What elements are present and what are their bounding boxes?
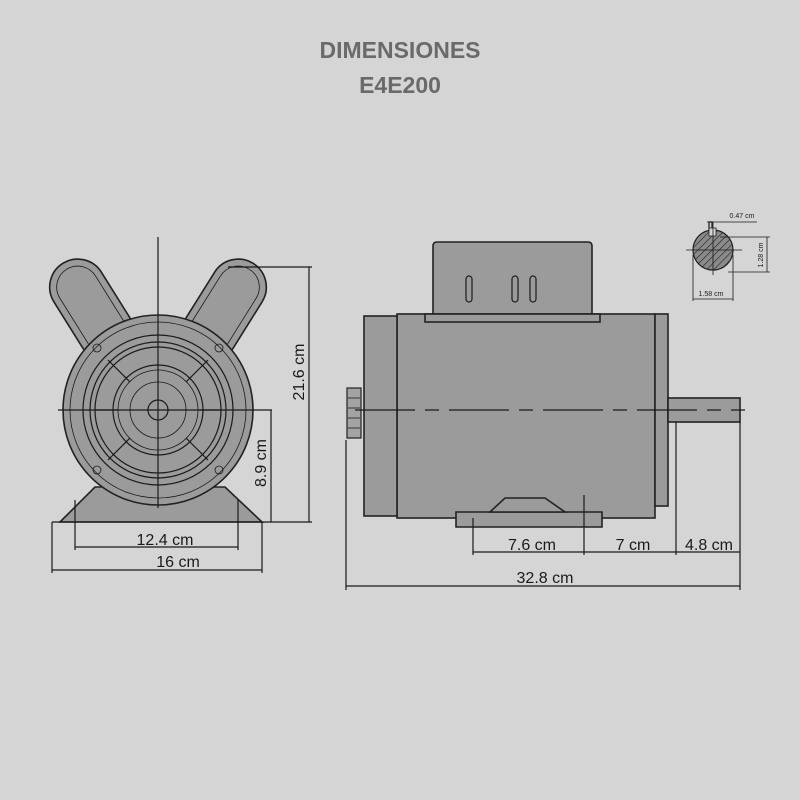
dim-shaft-length: 4.8 cm — [685, 537, 733, 554]
dim-total-length: 32.8 cm — [517, 570, 574, 587]
title-line1: DIMENSIONES — [319, 37, 480, 63]
dim-flat-height: 1.28 cm — [758, 242, 765, 267]
dim-total-height: 21.6 cm — [291, 344, 308, 401]
dim-key-width: 0.47 cm — [730, 213, 755, 220]
dim-foot-holes: 7.6 cm — [508, 537, 556, 554]
motor-body — [396, 313, 656, 519]
dim-shaft-diameter: 1.58 cm — [699, 291, 724, 298]
bolt-holes — [92, 343, 224, 475]
front-view: 21.6 cm 8.9 cm 12.4 cm 16 cm — [48, 237, 312, 573]
vent-slots — [465, 275, 537, 303]
dim-foot-to-shoulder: 7 cm — [616, 537, 651, 554]
fan — [346, 387, 362, 439]
dim-shaft-height: 8.9 cm — [253, 439, 270, 487]
title-line2: E4E200 — [359, 72, 441, 98]
dim-base-width: 16 cm — [156, 554, 200, 571]
dim-hole-spacing: 12.4 cm — [137, 532, 194, 549]
rear-endcap — [363, 315, 398, 517]
side-view: 7.6 cm 7 cm 4.8 cm 32.8 cm — [345, 241, 745, 590]
shaft-cross-section: 0.47 cm 1.28 cm 1.58 cm — [686, 213, 770, 301]
mounting-foot — [455, 511, 603, 528]
